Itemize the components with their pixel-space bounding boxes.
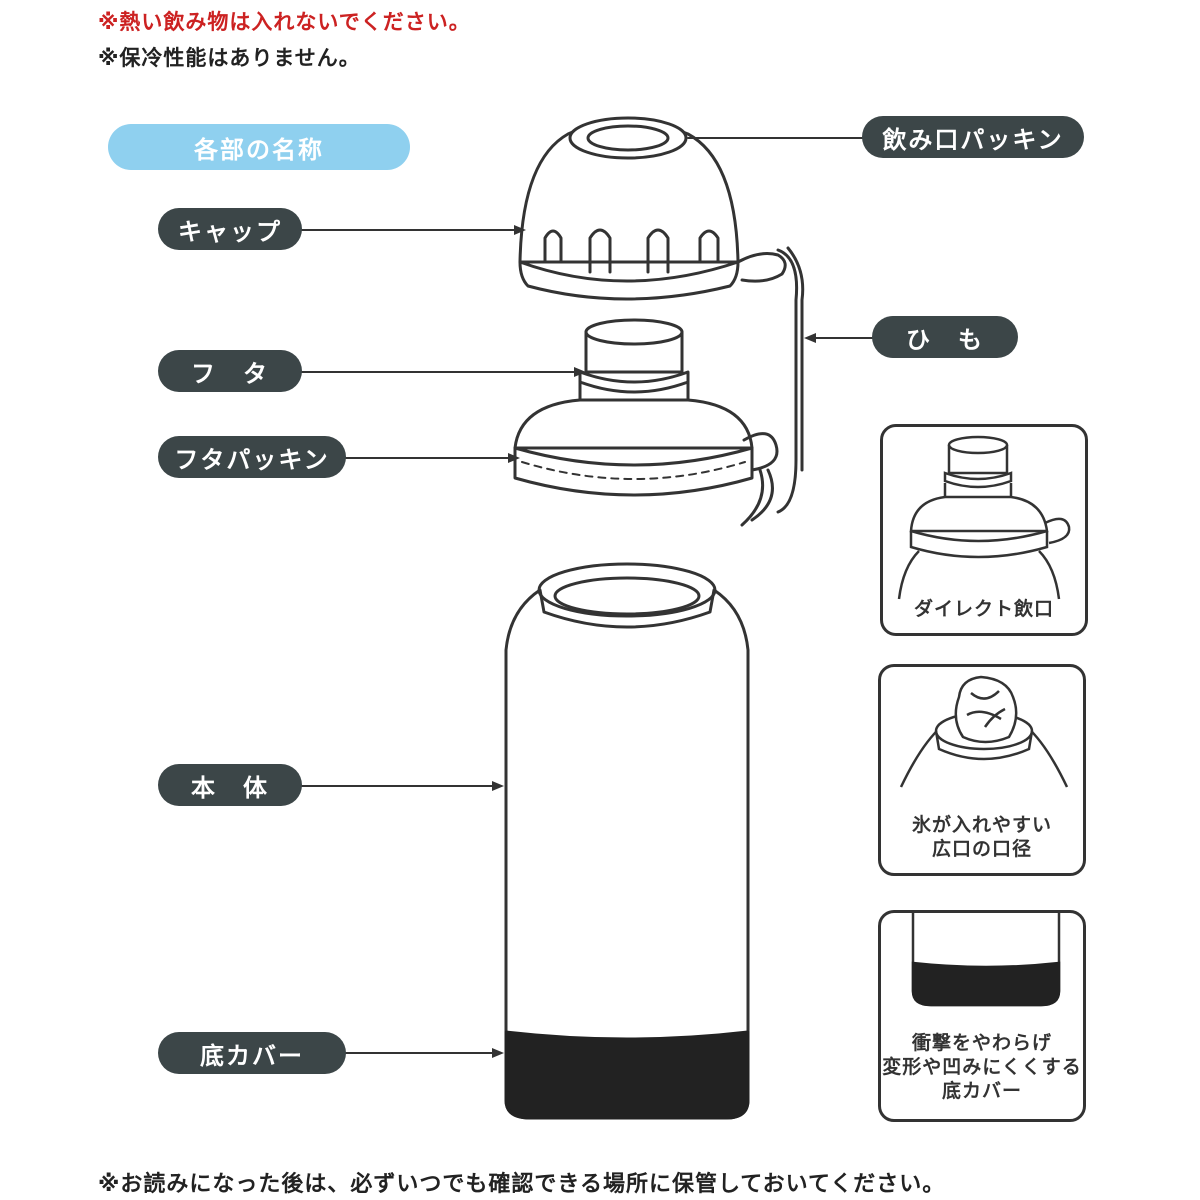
label-cap: キャップ (158, 208, 302, 250)
caption-line: ダイレクト飲口 (913, 598, 1054, 620)
caption-line: 衝撃をやわらげ (911, 1032, 1052, 1054)
section-title: 各部の名称 (108, 124, 410, 170)
bottom-cover-caption: 衝撃をやわらげ 変形や凹みにくくする 底カバー (881, 1031, 1083, 1103)
label-mouth-packing: 飲み口パッキン (862, 116, 1084, 158)
caption-line: 変形や凹みにくくする (882, 1056, 1082, 1078)
feature-direct-mouth: ダイレクト飲口 (880, 424, 1088, 636)
caption-line: 氷が入れやすい (911, 814, 1052, 836)
label-body: 本 体 (158, 764, 302, 806)
caption-line: 広口の口径 (931, 838, 1032, 860)
body-drawing (504, 562, 750, 1120)
label-lid: フ タ (158, 350, 302, 392)
caption-line: 底カバー (941, 1080, 1022, 1102)
wide-mouth-caption: 氷が入れやすい 広口の口径 (881, 813, 1083, 861)
feature-bottom-cover: 衝撃をやわらげ 変形や凹みにくくする 底カバー (878, 910, 1086, 1122)
string-drawing (740, 246, 805, 527)
feature-wide-mouth: 氷が入れやすい 広口の口径 (878, 664, 1086, 876)
bottom-cover-illustration (911, 913, 1061, 1007)
label-string: ひ も (872, 316, 1018, 358)
leader-lines (299, 137, 877, 1054)
direct-mouth-caption: ダイレクト飲口 (883, 597, 1085, 621)
keep-manual-note: ※お読みになった後は、必ずいつでも確認できる場所に保管しておいてください。 (98, 1172, 946, 1197)
no-cold-retention-note: ※保冷性能はありません。 (98, 46, 361, 70)
wide-mouth-illustration (899, 675, 1069, 788)
cap-drawing (518, 116, 787, 301)
label-lid-packing: フタパッキン (158, 436, 346, 478)
hot-drink-warning: ※熱い飲み物は入れないでください。 (98, 10, 471, 34)
direct-mouth-illustration (897, 435, 1071, 600)
lid-drawing (513, 318, 779, 497)
label-bottom-cover: 底カバー (158, 1032, 346, 1074)
